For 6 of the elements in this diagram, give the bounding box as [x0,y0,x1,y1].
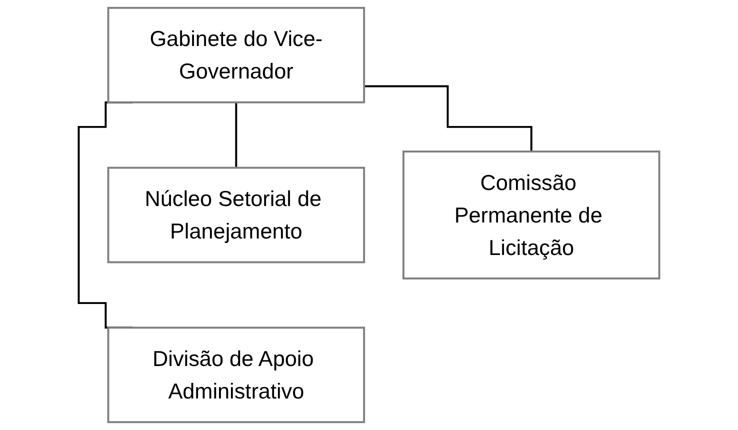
connector [235,101,238,169]
node-box: Divisão de Apoio Administrativo [107,326,366,424]
node-box: Comissão Permanente de Licitação [402,150,660,280]
node-box: Núcleo Setorial de Planejamento [107,166,366,264]
node-box: Gabinete do Vice-Governador [107,6,366,104]
connector [364,85,532,153]
